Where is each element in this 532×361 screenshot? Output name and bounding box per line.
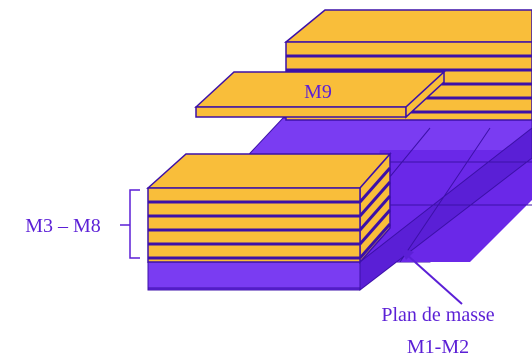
m9-plate: M9 xyxy=(194,70,446,119)
front-stack-front xyxy=(147,187,361,263)
front-stack-base xyxy=(147,259,361,289)
m3-m8-brace xyxy=(120,189,140,259)
m9-label: M9 xyxy=(304,81,332,103)
m9-plate-front xyxy=(195,106,407,118)
ground-plane-label-line2: M1-M2 xyxy=(407,336,469,358)
m9-plate-side xyxy=(405,70,445,119)
front-stack-side-layer xyxy=(358,209,392,245)
grid-line xyxy=(399,127,491,263)
front-stack-side-layer xyxy=(358,223,392,259)
front-stack-side-layer xyxy=(358,181,392,217)
front-stack-side-layer xyxy=(358,167,392,203)
ground-plane-label-line1: Plan de masse xyxy=(381,304,494,326)
front-metal-stack xyxy=(146,152,392,289)
back-stack-top xyxy=(283,9,532,43)
front-stack-side-layer xyxy=(358,195,392,231)
ground-plane-arrow xyxy=(400,248,463,305)
m3-m8-label: M3 – M8 xyxy=(25,215,101,237)
front-stack-top xyxy=(146,153,392,189)
